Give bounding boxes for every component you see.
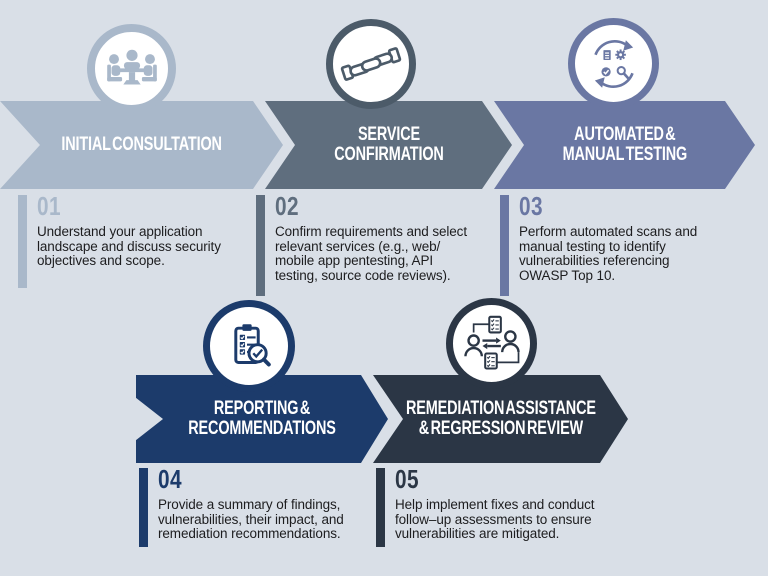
step-info-5: 05 Help implement fixes and conduct foll…	[376, 464, 595, 547]
handshake-icon	[326, 19, 416, 109]
testing-cycle-icon-glyph	[593, 39, 634, 88]
step-banner-1: INITIAL CONSULTATION	[0, 101, 283, 189]
report-checklist-icon	[203, 300, 295, 392]
step-banner-3: AUTOMATED & MANUAL TESTING	[494, 101, 755, 189]
step-info-4: 04 Provide a summary of findings, vulner…	[139, 464, 344, 547]
step-accent-bar-5	[376, 468, 385, 547]
step-banner-5: REMEDIATION ASSISTANCE & REGRESSION REVI…	[373, 375, 628, 463]
step-description-5: Help implement fixes and conduct follow–…	[395, 497, 595, 542]
step-number-1: 01	[37, 191, 61, 221]
step-number-5: 05	[395, 464, 419, 494]
step-accent-bar-1	[18, 195, 27, 288]
meeting-icon-glyph	[106, 49, 157, 84]
step-accent-bar-3	[500, 195, 509, 296]
step-number-2: 02	[275, 191, 299, 221]
step-description-1: Understand your application landscape an…	[37, 224, 221, 269]
step-title-4: REPORTING & RECOMMENDATIONS	[188, 398, 336, 439]
meeting-icon	[87, 24, 176, 113]
step-title-5: REMEDIATION ASSISTANCE & REGRESSION REVI…	[405, 398, 596, 439]
step-info-1: 01 Understand your application landscape…	[18, 191, 221, 288]
step-banner-2: SERVICE CONFIRMATION	[265, 101, 512, 189]
step-title-2: SERVICE CONFIRMATION	[333, 124, 444, 165]
step-description-4: Provide a summary of findings, vulnerabi…	[158, 497, 344, 542]
step-info-3: 03 Perform automated scans and manual te…	[500, 191, 698, 296]
remediation-exchange-icon	[446, 298, 537, 389]
step-number-4: 04	[158, 464, 182, 494]
step-title-1: INITIAL CONSULTATION	[61, 134, 222, 155]
step-description-2: Confirm requirements and select relevant…	[275, 224, 467, 283]
testing-cycle-icon	[568, 18, 659, 109]
step-title-3: AUTOMATED & MANUAL TESTING	[562, 124, 687, 165]
remediation-exchange-icon-glyph	[463, 315, 520, 369]
step-number-3: 03	[519, 191, 543, 221]
step-info-2: 02 Confirm requirements and select relev…	[256, 191, 467, 296]
report-checklist-icon-glyph	[234, 324, 271, 367]
step-accent-bar-2	[256, 195, 265, 296]
handshake-icon-glyph	[340, 47, 402, 81]
step-accent-bar-4	[139, 468, 148, 547]
step-description-3: Perform automated scans and manual testi…	[519, 224, 698, 283]
